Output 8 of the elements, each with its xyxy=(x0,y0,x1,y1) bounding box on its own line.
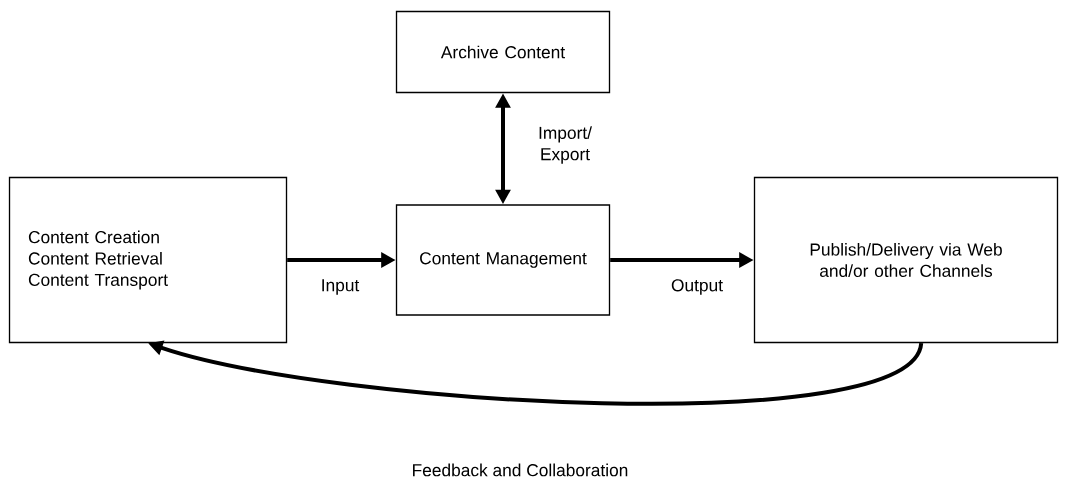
process-box: Publish/Delivery via Web and/or other Channels xyxy=(753,176,1059,344)
edge-label: Input xyxy=(322,279,360,295)
process-box: Content Creation Content Retrieval Content Transport xyxy=(8,176,288,344)
edge-label: Output xyxy=(671,279,723,295)
process-box: Content Management xyxy=(395,204,611,316)
edge-label: Import/ Export xyxy=(539,126,592,164)
process-box: Archive Content xyxy=(395,10,611,94)
edge-label: Feedback and Collaboration xyxy=(413,463,628,477)
